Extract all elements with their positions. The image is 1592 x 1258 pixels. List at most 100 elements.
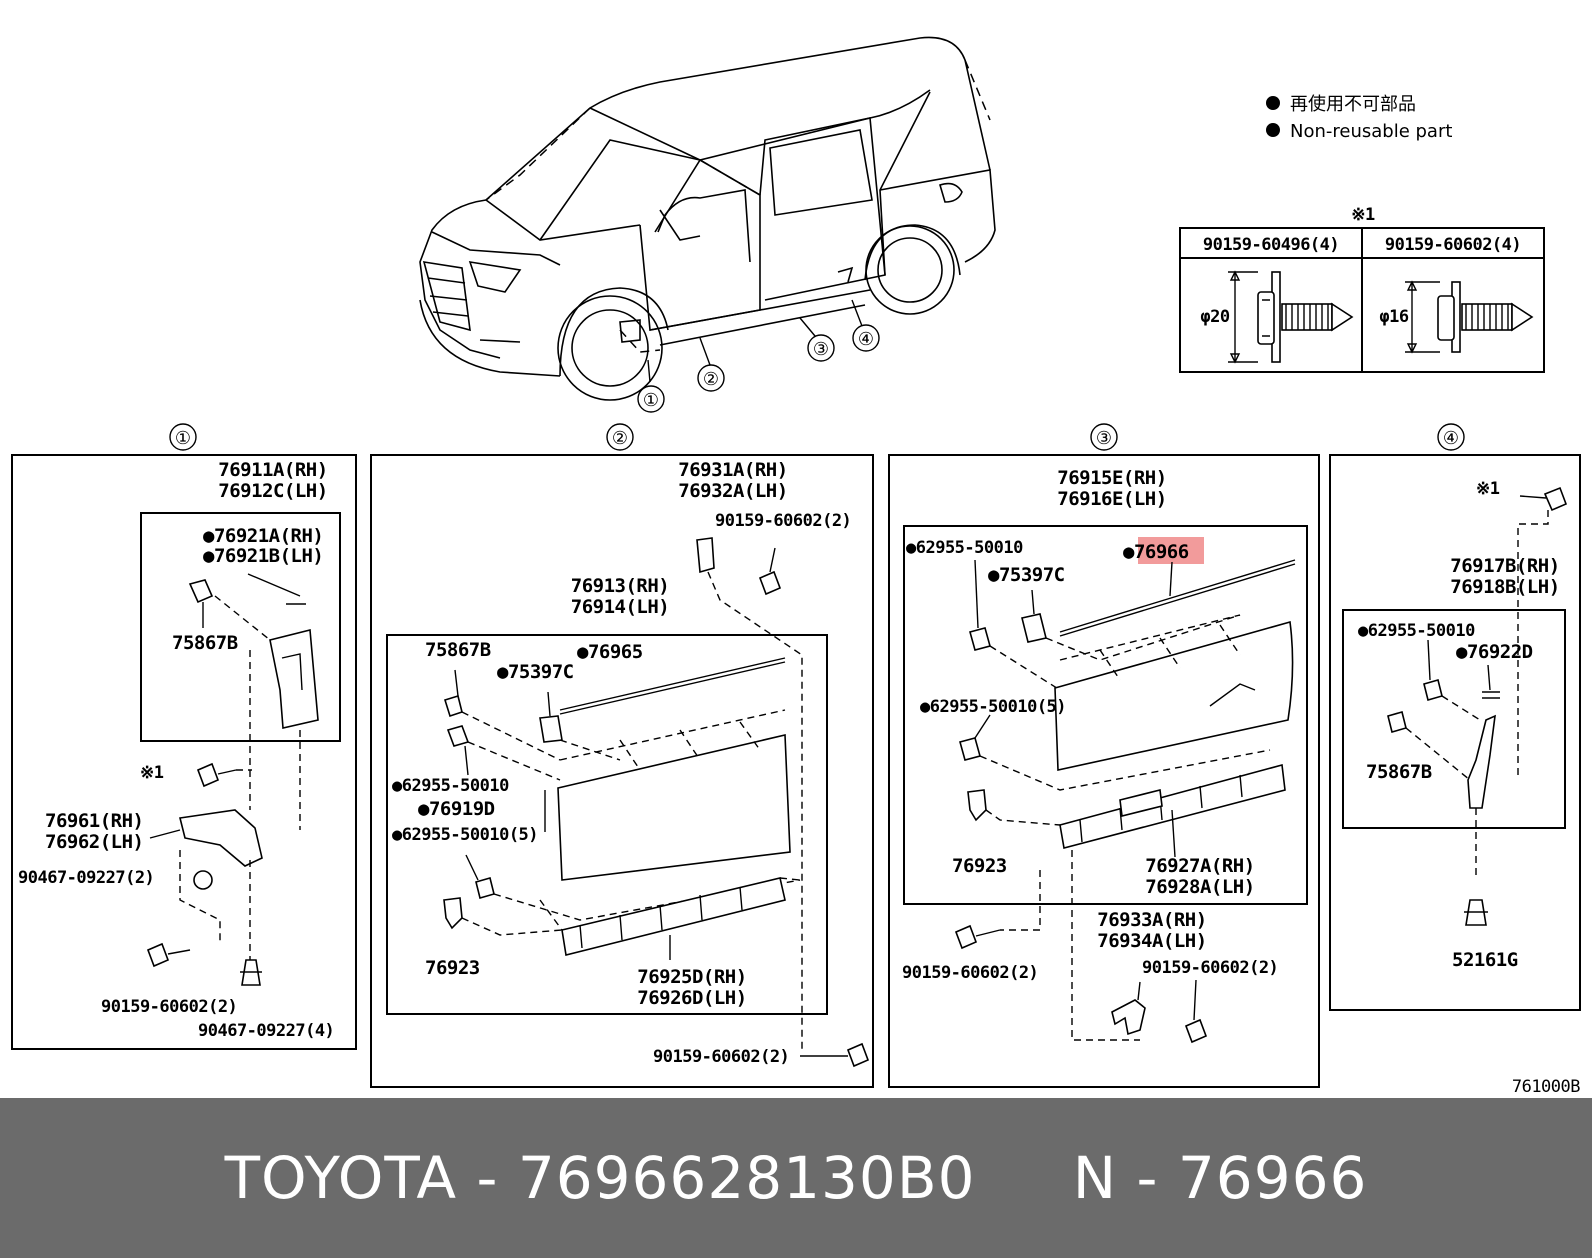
clip-icon	[1387, 711, 1407, 733]
s2-bottom-bolt: 90159-60602(2)	[653, 1047, 789, 1067]
s1-seal-rh: ●76921A(RH)	[203, 525, 323, 547]
legend-jp: 再使用不可部品	[1290, 94, 1416, 115]
screw-icon	[1281, 303, 1333, 331]
clip-icon	[443, 897, 463, 930]
bolt-table: ※1 90159-60496(4) 90159-60602(4) φ20 φ16	[1179, 205, 1545, 373]
s1-clip: 75867B	[172, 632, 238, 654]
s2-clip2: ●75397C	[497, 661, 574, 683]
clip-icon	[967, 789, 987, 822]
s2-ret-lh: 76926D(LH)	[637, 987, 746, 1009]
section-2: 76931A(RH) 76932A(LH) 90159-60602(2) 769…	[370, 454, 874, 1088]
target-part-highlight	[1138, 537, 1204, 564]
section-marker-3: ③	[1096, 428, 1112, 449]
s2-clip1: 75867B	[425, 639, 491, 661]
s2-clip5: 76923	[425, 957, 480, 979]
section-markers: ① ② ③ ④	[169, 423, 1465, 451]
table-ref-mark: ※1	[1351, 205, 1375, 225]
nut-icon	[193, 870, 213, 890]
door-moulding-panel	[557, 734, 791, 881]
clip-icon	[188, 579, 214, 604]
s4-clip3: 52161G	[1452, 949, 1518, 971]
bolt-icon	[758, 570, 782, 596]
s2-clip3: ●62955-50010	[392, 776, 509, 796]
screw-icon	[196, 762, 220, 788]
bullet-icon	[1266, 96, 1280, 110]
table-col2-part: 90159-60602(4)	[1385, 235, 1521, 255]
clip-icon	[539, 715, 563, 743]
clip-icon	[475, 877, 495, 899]
s3-bolt2: 90159-60602(2)	[1142, 958, 1278, 978]
garnish-part	[1467, 714, 1496, 809]
screw-icon	[1461, 303, 1513, 331]
s3-bracket-rh: 76933A(RH)	[1097, 909, 1206, 931]
clip-icon	[1021, 613, 1047, 643]
bracket-part	[696, 537, 715, 574]
section-3: 76915E(RH) 76916E(LH) ●62955-50010 ●7696…	[888, 454, 1320, 1088]
s2-ret-rh: 76925D(RH)	[637, 966, 746, 988]
car-callout-2: ②	[703, 369, 719, 390]
footer-title: TOYOTA - 7696628130B0 N - 76966	[224, 1144, 1368, 1212]
s4-ref: ※1	[1476, 479, 1500, 499]
footer-bar: TOYOTA - 7696628130B0 N - 76966	[0, 1098, 1592, 1258]
legend-en: Non-reusable part	[1290, 121, 1452, 142]
bullet-icon	[1266, 123, 1280, 137]
bolt-icon	[1184, 1018, 1208, 1044]
diagram-code: 761000B	[1512, 1077, 1580, 1097]
s1-bolt: 90159-60602(2)	[101, 997, 237, 1017]
s3-target: ●76966	[1123, 541, 1189, 563]
s2-seal: ●76965	[577, 641, 643, 663]
s1-title-lh: 76912C(LH)	[218, 480, 327, 502]
s2-clip4: ●62955-50010(5)	[392, 825, 538, 845]
car-callout-3: ③	[813, 339, 829, 360]
section-marker-1: ①	[175, 428, 191, 449]
clip-icon	[1423, 679, 1443, 701]
bracket-part	[1111, 999, 1146, 1036]
table-col1-dim: φ20	[1200, 307, 1229, 327]
bracket-part	[179, 809, 263, 867]
s1-bracket-lh: 76962(LH)	[45, 831, 143, 853]
s3-ret-rh: 76927A(RH)	[1145, 855, 1254, 877]
s3-clip1: ●62955-50010	[906, 538, 1023, 558]
s2-mid-rh: 76913(RH)	[571, 575, 669, 597]
retainer-part	[561, 877, 786, 956]
s1-clip2: 90467-09227(4)	[198, 1021, 334, 1041]
car-callouts: ① ② ③ ④	[637, 324, 880, 413]
bolt-icon	[846, 1042, 870, 1068]
retainer-part	[1059, 763, 1286, 849]
screw-icon	[1543, 486, 1568, 512]
s2-mid-lh: 76914(LH)	[571, 596, 669, 618]
s4-title-lh: 76918B(LH)	[1450, 576, 1559, 598]
s3-bracket-lh: 76934A(LH)	[1097, 930, 1206, 952]
s2-top-rh: 76931A(RH)	[678, 459, 787, 481]
s3-title-lh: 76916E(LH)	[1057, 488, 1166, 510]
s3-clip4: 76923	[952, 855, 1007, 877]
section-4: ※1 76917B(RH) 76918B(LH) ●62955-50010 ●7…	[1329, 454, 1581, 1011]
s2-tape: ●76919D	[418, 798, 495, 820]
s4-clip1: ●62955-50010	[1358, 621, 1475, 641]
s3-clip3: ●62955-50010(5)	[920, 697, 1066, 717]
door-moulding-panel	[1054, 620, 1294, 771]
section-1: 76911A(RH) 76912C(LH) ●76921A(RH) ●76921…	[11, 454, 357, 1050]
s3-bolt: 90159-60602(2)	[902, 963, 1038, 983]
s4-seal: ●76922D	[1456, 641, 1533, 663]
legend: 再使用不可部品 Non-reusable part	[1266, 94, 1452, 142]
table-col2-dim: φ16	[1379, 307, 1408, 327]
bolt-icon	[954, 924, 978, 950]
pillar-garnish	[269, 628, 319, 729]
s3-title-rh: 76915E(RH)	[1057, 467, 1166, 489]
clip-icon	[959, 737, 981, 761]
car-callout-1: ①	[643, 390, 659, 411]
s4-title-rh: 76917B(RH)	[1450, 555, 1559, 577]
car-callout-4: ④	[858, 329, 874, 350]
s1-bracket-rh: 76961(RH)	[45, 810, 143, 832]
table-col1-part: 90159-60496(4)	[1203, 235, 1339, 255]
s1-ref: ※1	[140, 763, 164, 783]
s2-top-lh: 76932A(LH)	[678, 480, 787, 502]
s2-top-bolt: 90159-60602(2)	[715, 511, 851, 531]
s3-ret-lh: 76928A(LH)	[1145, 876, 1254, 898]
bolt-icon	[146, 942, 170, 968]
clip-icon	[969, 627, 991, 651]
clip-icon	[443, 694, 463, 718]
s1-seal-lh: ●76921B(LH)	[203, 545, 323, 567]
